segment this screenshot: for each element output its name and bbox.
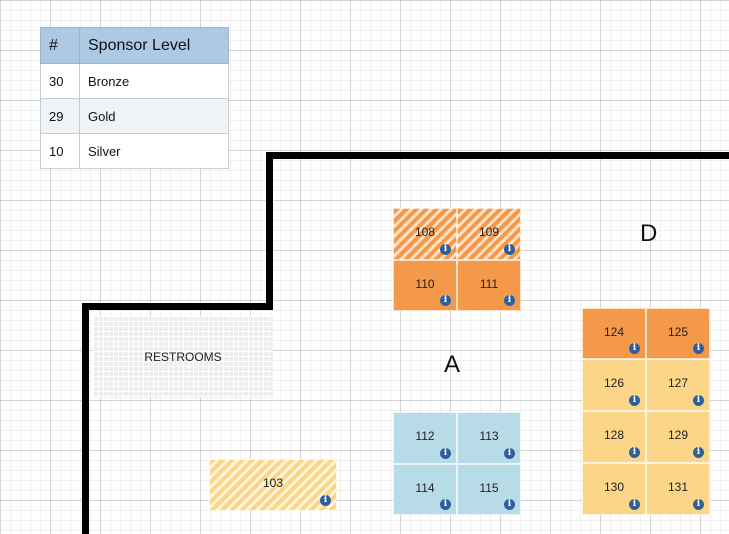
booth-number: 113 [479,429,499,443]
booth-number: 109 [478,225,500,239]
booth-127[interactable]: 127 i [646,359,710,411]
info-icon[interactable]: i [440,499,451,510]
booth-number: 112 [415,429,435,443]
section-label-a: A [444,351,461,378]
booth-113[interactable]: 113 i [457,412,521,464]
booth-number: 128 [603,428,625,442]
booth-103[interactable]: 103 i [209,459,337,511]
booth-number: 115 [479,480,499,495]
info-icon[interactable]: i [693,343,704,354]
table-row: 29 Gold [40,98,229,134]
info-icon[interactable]: i [504,295,515,306]
restrooms-area: RESTROOMS [93,316,273,398]
table-row: 10 Silver [40,133,229,169]
booth-124[interactable]: 124 i [582,308,646,359]
info-icon[interactable]: i [440,295,451,306]
info-icon[interactable]: i [629,395,640,406]
legend-level: Gold [79,98,229,134]
booth-number: 129 [667,428,689,442]
table-row: 30 Bronze [40,63,229,99]
wall-step-vertical [266,152,273,310]
wall-top [266,152,729,159]
booth-number: 114 [415,480,435,495]
booth-number: 130 [603,480,625,494]
booth-number: 127 [667,376,689,390]
info-icon[interactable]: i [693,499,704,510]
wall-step-horizontal [82,303,273,310]
booth-number: 103 [262,476,284,490]
booth-112[interactable]: 112 i [393,412,457,464]
booth-131[interactable]: 131 i [646,463,710,515]
booth-number: 124 [603,324,625,339]
booth-number: 111 [479,276,499,291]
info-icon[interactable]: i [504,448,515,459]
booth-130[interactable]: 130 i [582,463,646,515]
info-icon[interactable]: i [504,244,515,255]
info-icon[interactable]: i [320,495,331,506]
booth-110[interactable]: 110 i [393,260,457,311]
booth-109[interactable]: 109 i [457,208,521,260]
sponsor-legend-table: # Sponsor Level 30 Bronze 29 Gold 10 Sil… [40,27,229,169]
legend-header-number: # [40,27,80,64]
booth-114[interactable]: 114 i [393,464,457,515]
section-label-d: D [640,220,658,247]
info-icon[interactable]: i [440,448,451,459]
legend-count: 30 [40,63,80,99]
booth-number: 110 [415,276,435,291]
booth-number: 126 [603,376,625,390]
restrooms-label: RESTROOMS [144,350,222,364]
booth-111[interactable]: 111 i [457,260,521,311]
booth-115[interactable]: 115 i [457,464,521,515]
booth-number: 108 [414,225,436,239]
info-icon[interactable]: i [693,395,704,406]
legend-header-row: # Sponsor Level [40,27,229,64]
legend-count: 10 [40,133,80,169]
booth-126[interactable]: 126 i [582,359,646,411]
legend-header-level: Sponsor Level [79,27,229,64]
booth-108[interactable]: 108 i [393,208,457,260]
booth-129[interactable]: 129 i [646,411,710,463]
info-icon[interactable]: i [629,343,640,354]
legend-level: Bronze [79,63,229,99]
info-icon[interactable]: i [693,447,704,458]
wall-left [82,303,89,534]
booth-number: 131 [667,480,689,494]
booth-125[interactable]: 125 i [646,308,710,359]
info-icon[interactable]: i [629,499,640,510]
info-icon[interactable]: i [629,447,640,458]
booth-128[interactable]: 128 i [582,411,646,463]
info-icon[interactable]: i [504,499,515,510]
booth-number: 125 [667,324,689,339]
legend-level: Silver [79,133,229,169]
legend-count: 29 [40,98,80,134]
info-icon[interactable]: i [440,244,451,255]
